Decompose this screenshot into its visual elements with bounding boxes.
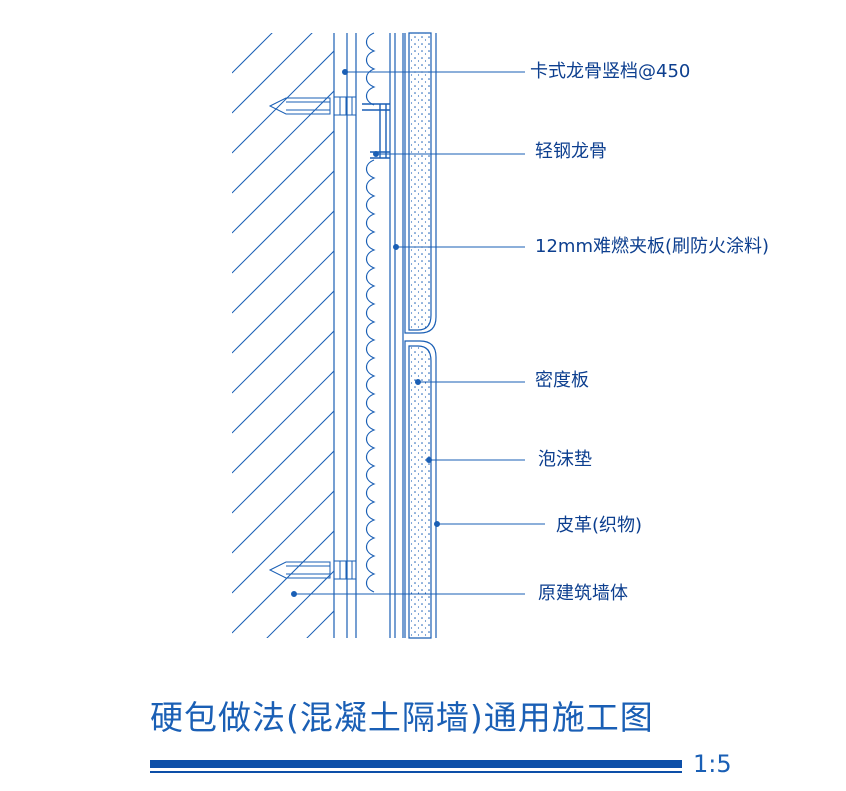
wall-layers — [333, 33, 404, 638]
light-steel-keel — [362, 103, 390, 159]
anchor-bolt-top — [268, 96, 357, 116]
label-card-keel: 卡式龙骨竖档@450 — [530, 61, 691, 82]
title-bar-thin — [150, 771, 682, 773]
label-leather: 皮革(织物) — [556, 515, 643, 536]
title-bar-thick — [150, 760, 682, 768]
label-density-board: 密度板 — [535, 370, 589, 391]
concrete-wall-hatch — [232, 33, 334, 638]
drawing-title: 硬包做法(混凝土隔墙)通用施工图 — [150, 698, 654, 737]
anchor-bolt-bottom — [268, 560, 357, 580]
label-plywood: 12mm难燃夹板(刷防火涂料) — [535, 236, 770, 257]
lower-panel — [404, 340, 437, 639]
label-foam-pad: 泡沫垫 — [538, 449, 592, 470]
label-light-steel-keel: 轻钢龙骨 — [535, 141, 607, 162]
upper-panel — [404, 32, 437, 334]
drawing-scale: 1:5 — [693, 750, 732, 778]
leader-lines — [291, 69, 545, 597]
label-original-wall: 原建筑墙体 — [538, 583, 628, 604]
card-keel-profile — [365, 32, 376, 593]
